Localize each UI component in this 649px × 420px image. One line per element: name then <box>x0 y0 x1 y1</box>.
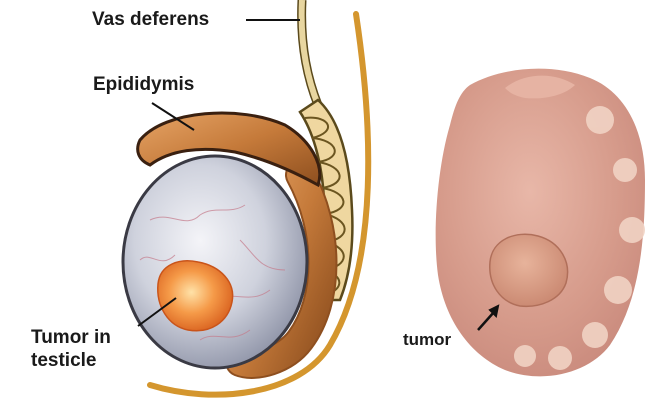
tumor-in-testicle-label: Tumor in testicle <box>31 326 111 372</box>
specimen-photo <box>436 69 645 377</box>
tumor-in-testicle-label-line2: testicle <box>31 349 111 372</box>
epididymis-label: Epididymis <box>93 73 194 96</box>
tumor-photo-label: tumor <box>403 328 451 351</box>
vas-deferens-label: Vas deferens <box>92 8 209 31</box>
tumor-in-testicle-label-line1: Tumor in <box>31 326 111 349</box>
specimen-tumor <box>490 234 568 306</box>
